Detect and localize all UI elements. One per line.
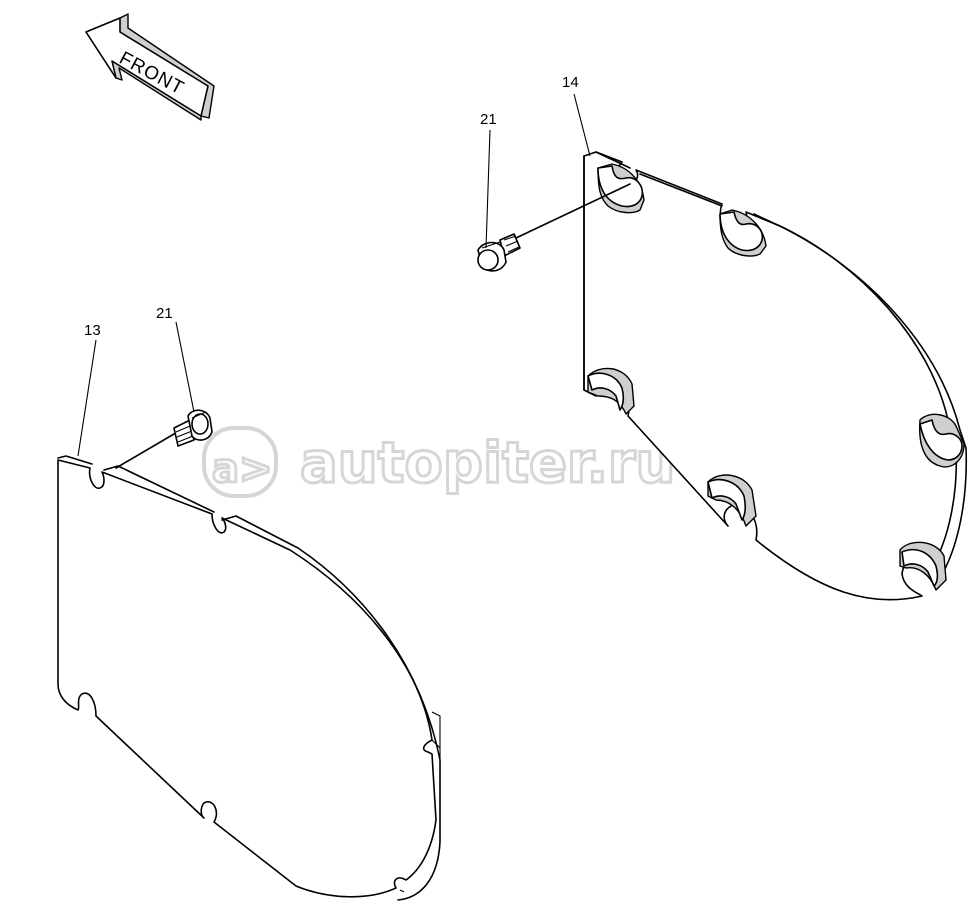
watermark: a> autopiter.ru bbox=[202, 426, 677, 498]
callout-21-right: 21 bbox=[480, 111, 497, 128]
leader-lines bbox=[77, 93, 591, 457]
callout-21-left: 21 bbox=[156, 305, 173, 322]
bolt-21-right bbox=[477, 183, 631, 272]
watermark-logo-text: a> bbox=[212, 446, 273, 492]
callout-14: 14 bbox=[562, 74, 579, 91]
callout-13: 13 bbox=[84, 322, 101, 339]
slot-lug-5 bbox=[707, 474, 757, 527]
slot-lug-3 bbox=[587, 367, 635, 415]
slot-lug-2 bbox=[719, 209, 767, 257]
front-arrow: FRONT bbox=[85, 13, 215, 121]
bolt-21-left bbox=[115, 409, 213, 469]
watermark-logo-icon bbox=[202, 426, 278, 498]
slot-lug-6 bbox=[899, 541, 947, 591]
watermark-text: autopiter.ru bbox=[300, 431, 675, 496]
cover-13 bbox=[57, 455, 441, 901]
slot-lug-4 bbox=[919, 413, 965, 468]
cover-14 bbox=[583, 151, 968, 601]
